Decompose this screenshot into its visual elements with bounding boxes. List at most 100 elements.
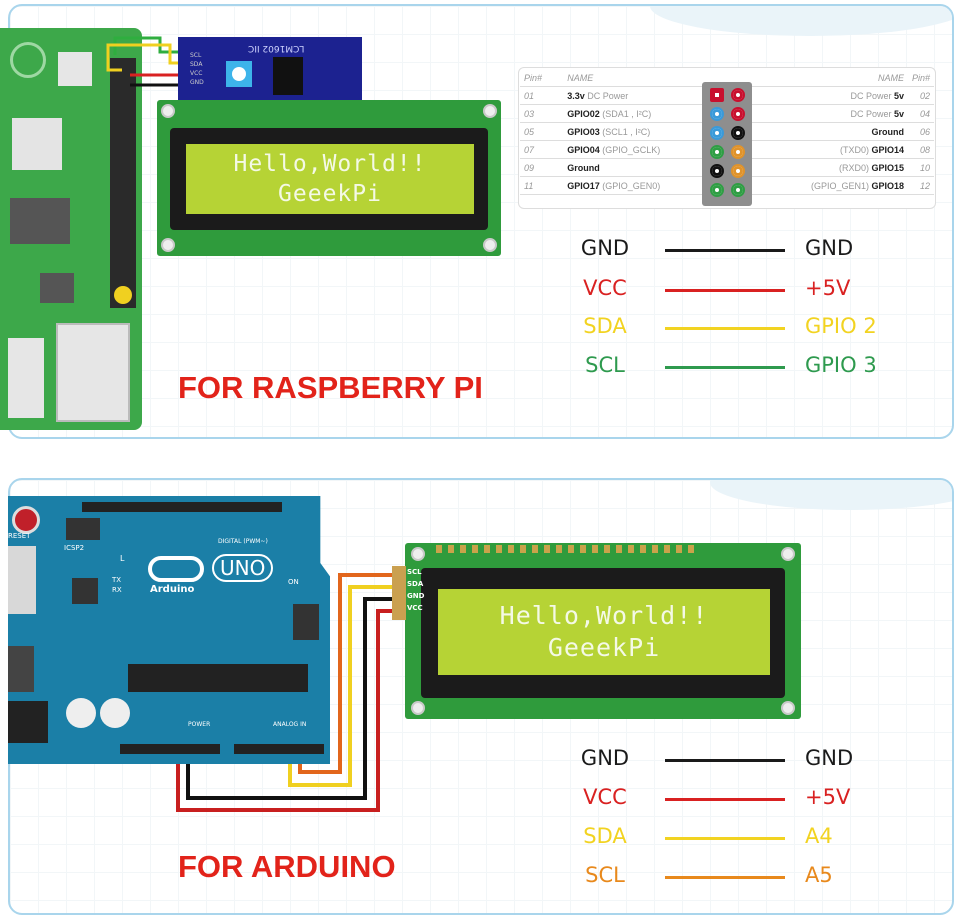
legend-wire-line: [665, 759, 785, 762]
module-pin-label: VCC: [407, 604, 423, 612]
module-pin-label: SCL: [190, 52, 202, 59]
gpio-pin-dot: [710, 107, 724, 121]
gpio-pin-dot: [710, 164, 724, 178]
pin-name-left: Ground: [563, 158, 708, 177]
gpio-pin-dot: [731, 107, 745, 121]
legend-right-label: +5V: [805, 276, 851, 300]
gpio-pin-dot: [710, 126, 724, 140]
legend-wire-line: [665, 876, 785, 879]
header-name-left: NAME: [563, 69, 708, 87]
legend-left-label: SDA: [583, 314, 627, 338]
gpio-header: [110, 58, 136, 308]
legend-right-label: A4: [805, 824, 833, 848]
gpio-pin-dot: [710, 88, 724, 102]
module-pin-label: SDA: [190, 61, 203, 68]
pin-number-right: 04: [907, 104, 934, 123]
analog-header: [234, 744, 324, 754]
pin-name-right: DC Power 5v: [763, 104, 908, 123]
pin-name-right: Ground: [763, 122, 908, 141]
pin-name-right: (RXD0) GPIO15: [763, 158, 908, 177]
module-label: LCM1602 IIC: [248, 43, 305, 53]
pin-name-left: GPIO03 (SCL1 , I²C): [563, 122, 708, 141]
legend-left-label: GND: [580, 746, 630, 770]
legend-wire-line: [665, 798, 785, 801]
cloud-decoration: [650, 6, 952, 36]
digital-header: [82, 502, 282, 512]
lcd-screen: Hello,World!! GeeekPi: [438, 589, 770, 675]
legend-left-label: SDA: [583, 824, 627, 848]
pin-name-left: GPIO04 (GPIO_GCLK): [563, 140, 708, 159]
legend-right-label: GPIO 3: [805, 353, 877, 377]
pin-name-right: (TXD0) GPIO14: [763, 140, 908, 159]
pin-number-right: 02: [907, 86, 934, 105]
header-pin-left: Pin#: [520, 69, 564, 87]
pin-number-right: 10: [907, 158, 934, 177]
pin-number-left: 05: [520, 122, 564, 141]
gpio-pin-dot: [731, 88, 745, 102]
legend-right-label: GND: [805, 746, 854, 770]
pin-number-right: 08: [907, 140, 934, 159]
legend-left-label: VCC: [583, 276, 627, 300]
gpio-pin-dot: [710, 183, 724, 197]
pin-number-left: 09: [520, 158, 564, 177]
module-pin-label: SDA: [407, 580, 424, 588]
i2c-module: LCM1602 IIC SCL SDA VCC GND: [178, 37, 362, 100]
pin-number-left: 03: [520, 104, 564, 123]
power-header: [120, 744, 220, 754]
pin-name-left: GPIO17 (GPIO_GEN0): [563, 176, 708, 195]
legend-wire-line: [665, 837, 785, 840]
digital-label: DIGITAL (PWM~): [218, 538, 268, 545]
pin-number-right: 06: [907, 122, 934, 141]
header-name-right: NAME: [763, 69, 908, 87]
legend-left-label: GND: [580, 236, 630, 260]
legend-wire-line: [665, 249, 785, 252]
uno-logo: UNO: [212, 554, 274, 582]
module-pin-label: GND: [407, 592, 425, 600]
legend-wire-line: [665, 289, 785, 292]
reset-button[interactable]: [12, 506, 40, 534]
lcd-line-1: Hello,World!!: [499, 601, 709, 630]
analog-in-label: ANALOG IN: [273, 721, 307, 728]
reset-label: RESET: [8, 532, 31, 540]
lcd-line-2: GeeekPi: [278, 181, 382, 207]
legend-right-label: A5: [805, 863, 833, 887]
tx-label: TX: [112, 576, 122, 584]
legend-left-label: SCL: [585, 863, 625, 887]
l-led-label: L: [120, 554, 125, 563]
header-pin-right: Pin#: [907, 69, 934, 87]
arduino-section-title: FOR ARDUINO: [178, 849, 396, 884]
icsp2-label: ICSP2: [64, 544, 85, 552]
legend-right-label: GPIO 2: [805, 314, 877, 338]
pin-name-right: DC Power 5v: [763, 86, 908, 105]
arduino-name: Arduino: [150, 584, 195, 595]
legend-wire-line: [665, 327, 785, 330]
gpio-pin-dot: [731, 126, 745, 140]
rx-label: RX: [112, 586, 122, 594]
raspberry-logo-icon: [10, 42, 46, 78]
gpio-pin-dot: [710, 145, 724, 159]
legend-right-label: +5V: [805, 785, 851, 809]
arduino-uno-board: RESET ICSP2 DIGITAL (PWM~) L TX RX UNO A…: [8, 496, 330, 764]
module-pin-label: VCC: [190, 70, 203, 77]
legend-left-label: VCC: [583, 785, 627, 809]
lcd-screen: Hello,World!! GeeekPi: [186, 144, 474, 214]
power-label: POWER: [188, 721, 211, 728]
arduino-logo-icon: [148, 556, 204, 582]
module-pin-label: SCL: [407, 568, 422, 576]
legend-left-label: SCL: [585, 353, 625, 377]
legend-right-label: GND: [805, 236, 854, 260]
pin-name-left: 3.3v DC Power: [563, 86, 708, 105]
pin-number-right: 12: [907, 176, 934, 195]
raspberry-pi-board: [0, 28, 142, 430]
module-pin-label: GND: [190, 79, 204, 86]
pin-number-left: 11: [520, 176, 564, 195]
gpio-pin-dot: [731, 164, 745, 178]
pin-table-row: 03 GPIO02 (SDA1 , I²C) DC Power 5v 04: [520, 104, 934, 123]
on-label: ON: [288, 578, 299, 586]
pin-name-left: GPIO02 (SDA1 , I²C): [563, 104, 708, 123]
pin-name-right: (GPIO_GEN1) GPIO18: [763, 176, 908, 195]
pin-number-left: 01: [520, 86, 564, 105]
pin-number-left: 07: [520, 140, 564, 159]
lcd-line-1: Hello,World!!: [233, 151, 427, 177]
gpio-pin-dot: [731, 145, 745, 159]
